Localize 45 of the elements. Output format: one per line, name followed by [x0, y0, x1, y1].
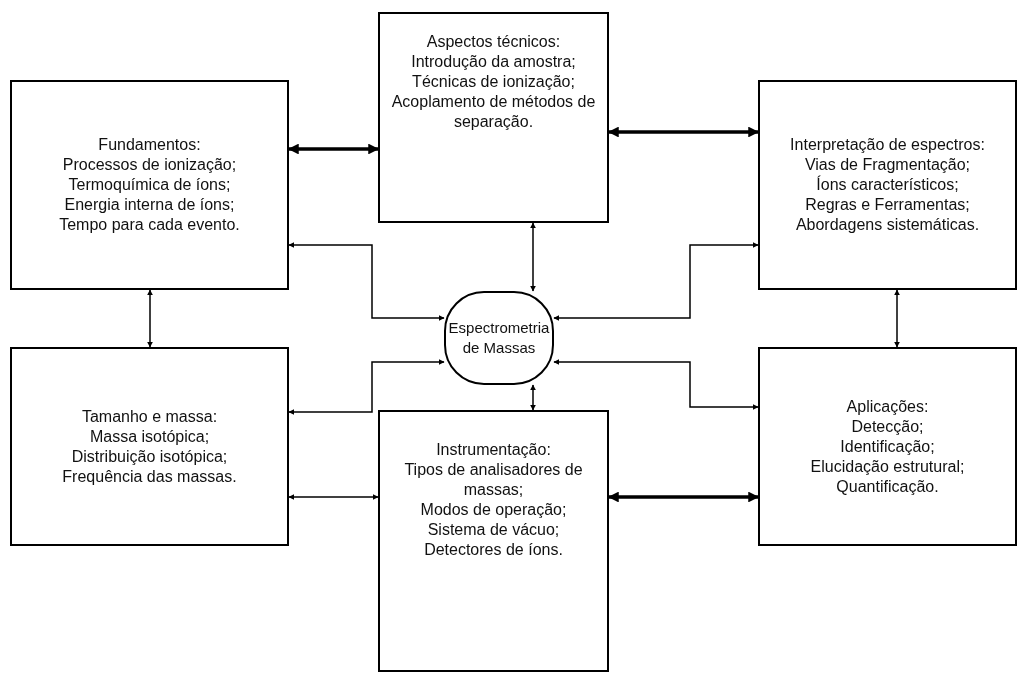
topic-box — [378, 12, 609, 223]
box-text: Abordagens sistemáticas. — [795, 215, 980, 235]
double-arrow — [288, 242, 445, 321]
box-text: Sistema de vácuo; — [427, 520, 560, 540]
box-heading: Instrumentação: — [436, 440, 551, 460]
box-text: Energia interna de íons; — [64, 195, 235, 215]
topic-box — [378, 410, 609, 672]
box-heading: Tamanho e massa: — [81, 406, 218, 427]
box-text: Vias de Fragmentação; — [804, 155, 971, 175]
box-text: Termoquímica de íons; — [68, 175, 231, 195]
box-text: Elucidação estrutural; — [810, 456, 965, 477]
box-text: Regras e Ferramentas; — [805, 195, 970, 215]
box-heading: Fundamentos: — [98, 135, 201, 155]
double-arrow — [147, 289, 153, 348]
box-text: Quantificação. — [836, 476, 939, 497]
box-text: Tempo para cada evento. — [59, 215, 240, 235]
topic-box — [10, 80, 289, 290]
double-arrow — [553, 359, 759, 410]
box-heading: Interpretação de espectros: — [790, 135, 985, 155]
double-arrow — [530, 384, 536, 411]
box-text: Acoplamento de métodos de separação. — [390, 92, 597, 132]
topic-box — [758, 347, 1017, 546]
box-text: Íons característicos; — [816, 175, 959, 195]
double-arrow — [553, 242, 759, 321]
box-heading: Aspectos técnicos: — [426, 32, 561, 52]
topic-box — [10, 347, 289, 546]
box-text: Processos de ionização; — [62, 155, 237, 175]
box-text: Técnicas de ionização; — [412, 72, 575, 92]
box-text: Espectrometria de Massas — [448, 318, 550, 358]
topic-box — [758, 80, 1017, 290]
box-text: Tipos de analisadores de massas; — [403, 460, 584, 500]
box-text: Massa isotópica; — [89, 426, 210, 447]
box-text: Distribuição isotópica; — [71, 446, 228, 467]
double-arrow — [530, 222, 536, 292]
double-arrow — [894, 289, 900, 348]
box-text: Frequência das massas. — [62, 466, 237, 487]
box-text: Identificação; — [840, 436, 935, 457]
double-arrow — [288, 359, 445, 415]
box-text: Detectores de íons. — [424, 540, 563, 560]
box-text: Introdução da amostra; — [411, 52, 576, 72]
box-text: Detecção; — [851, 416, 924, 437]
double-arrow — [288, 494, 379, 500]
box-text: Modos de operação; — [420, 500, 567, 520]
terminal-node — [444, 291, 554, 385]
box-heading: Aplicações: — [846, 396, 929, 417]
